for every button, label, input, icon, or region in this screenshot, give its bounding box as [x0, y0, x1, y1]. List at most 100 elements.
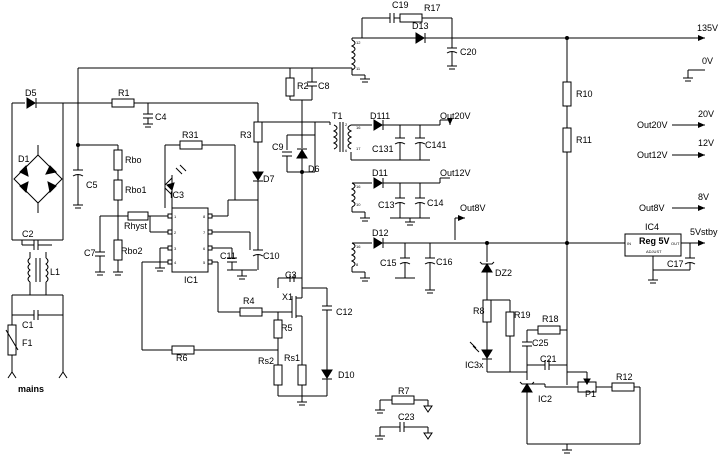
label-d13: D13 — [412, 21, 429, 31]
label-ic1: IC1 — [184, 275, 198, 285]
ic1-pin2: 2 — [174, 230, 177, 235]
t1-pin8: 8 — [356, 262, 359, 267]
switch-section — [142, 274, 333, 406]
label-out20v-b: Out20V — [637, 120, 668, 130]
label-r10: R10 — [576, 89, 593, 99]
label-c14: C14 — [427, 198, 444, 208]
ground-links-section — [375, 395, 433, 440]
mains-input-section — [5, 67, 353, 379]
label-d11: D11 — [372, 168, 388, 178]
label-out12v-b: Out12V — [637, 150, 668, 160]
label-c4: C4 — [155, 112, 167, 122]
d13-diode — [415, 32, 425, 44]
t1-pin16: 16 — [356, 125, 361, 130]
label-x1: X1 — [282, 292, 293, 302]
label-c9: C9 — [272, 142, 284, 152]
label-135v: 135V — [697, 23, 718, 33]
label-ic4: IC4 — [645, 222, 659, 232]
label-ic3x: IC3x — [465, 360, 484, 370]
label-c20: C20 — [460, 47, 477, 57]
label-d5: D5 — [25, 88, 37, 98]
label-rs1: Rs1 — [284, 353, 300, 363]
label-l1: L1 — [50, 267, 60, 277]
label-r7: R7 — [398, 386, 410, 396]
t1-pin11: 11 — [356, 66, 361, 71]
ic1-pin4: 4 — [174, 260, 177, 265]
label-mains: mains — [18, 384, 44, 394]
label-out8v-a: Out8V — [460, 203, 486, 213]
t1-pin6: 6 — [345, 148, 348, 153]
ic1-chip — [171, 207, 209, 273]
label-out12v-a: Out12V — [440, 168, 471, 178]
output-20v-section — [350, 118, 705, 161]
label-r17: R17 — [424, 3, 441, 13]
rbo-resistor — [113, 149, 123, 171]
ic1-control-section — [95, 121, 330, 350]
ic1-pin6: 6 — [203, 246, 206, 251]
label-d7: D7 — [263, 174, 275, 184]
label-8v: 8V — [698, 192, 709, 202]
label-c3: C3 — [285, 270, 297, 280]
label-reg5v: Reg 5V — [639, 236, 670, 246]
label-adjust: ADJUST — [646, 249, 662, 254]
label-r8: R8 — [473, 306, 485, 316]
rbo1-resistor — [113, 179, 123, 201]
t1-pin10: 10 — [356, 202, 361, 207]
t1-pin12: 12 — [356, 40, 361, 45]
label-r19: R19 — [514, 310, 531, 320]
component-labels: C19 R17 D13 C20 135V 0V D5 R1 C4 R2 C8 R… — [18, 0, 718, 422]
label-d10: D10 — [338, 370, 355, 380]
label-r12: R12 — [616, 372, 633, 382]
label-c2: C2 — [22, 229, 34, 239]
label-c17: C17 — [667, 259, 684, 269]
label-dz2: DZ2 — [495, 268, 512, 278]
label-f1: F1 — [22, 338, 33, 348]
label-0v: 0V — [702, 56, 713, 66]
t1-pin2: 2 — [345, 122, 348, 127]
label-p1: P1 — [585, 389, 596, 399]
label-rbo1: Rbo1 — [125, 185, 147, 195]
feedback-section — [469, 243, 641, 454]
label-r31: R31 — [182, 130, 199, 140]
ic1-pin1: 1 — [174, 214, 177, 219]
label-d1: D1 — [18, 154, 30, 164]
label-c5: C5 — [86, 180, 98, 190]
label-c141: C141 — [425, 140, 447, 150]
ic1-pin8: 8 — [203, 214, 206, 219]
output-5v-section — [350, 233, 705, 294]
output-135v-section — [350, 13, 705, 83]
label-rhyst: Rhyst — [124, 221, 148, 231]
label-c16: C16 — [436, 257, 453, 267]
label-d12: D12 — [372, 228, 389, 238]
label-c19: C19 — [392, 0, 409, 10]
label-out: OUT — [671, 241, 680, 246]
label-ic3: IC3 — [170, 190, 184, 200]
ic1-pin3: 3 — [174, 246, 177, 251]
label-c10: C10 — [263, 251, 280, 261]
label-c15: C15 — [380, 258, 397, 268]
ic1-pin7: 7 — [203, 230, 206, 235]
label-c25: C25 — [532, 338, 549, 348]
label-rbo: Rbo — [125, 155, 142, 165]
label-c131: C131 — [372, 144, 394, 154]
label-r5: R5 — [281, 323, 293, 333]
label-in: IN — [627, 241, 631, 246]
label-t1: T1 — [332, 111, 343, 121]
label-5vstby: 5Vstby — [690, 227, 718, 237]
label-c1: C1 — [22, 320, 34, 330]
label-r2: R2 — [297, 81, 309, 91]
label-c13: C13 — [378, 200, 395, 210]
label-c23: C23 — [398, 412, 415, 422]
t1-pin16c: 16 — [356, 244, 361, 249]
label-out8v-b: Out8V — [639, 203, 665, 213]
r10-r11-divider — [562, 36, 572, 385]
label-r3: R3 — [240, 130, 252, 140]
label-r1: R1 — [118, 88, 130, 98]
pin-numbers: 1 2 3 4 8 7 6 5 12 11 2 6 16 17 16 10 16… — [174, 40, 361, 267]
label-c21: C21 — [540, 354, 557, 364]
label-12v: 12V — [698, 138, 714, 148]
label-rbo2: Rbo2 — [121, 246, 143, 256]
output-12v-section — [350, 177, 705, 240]
